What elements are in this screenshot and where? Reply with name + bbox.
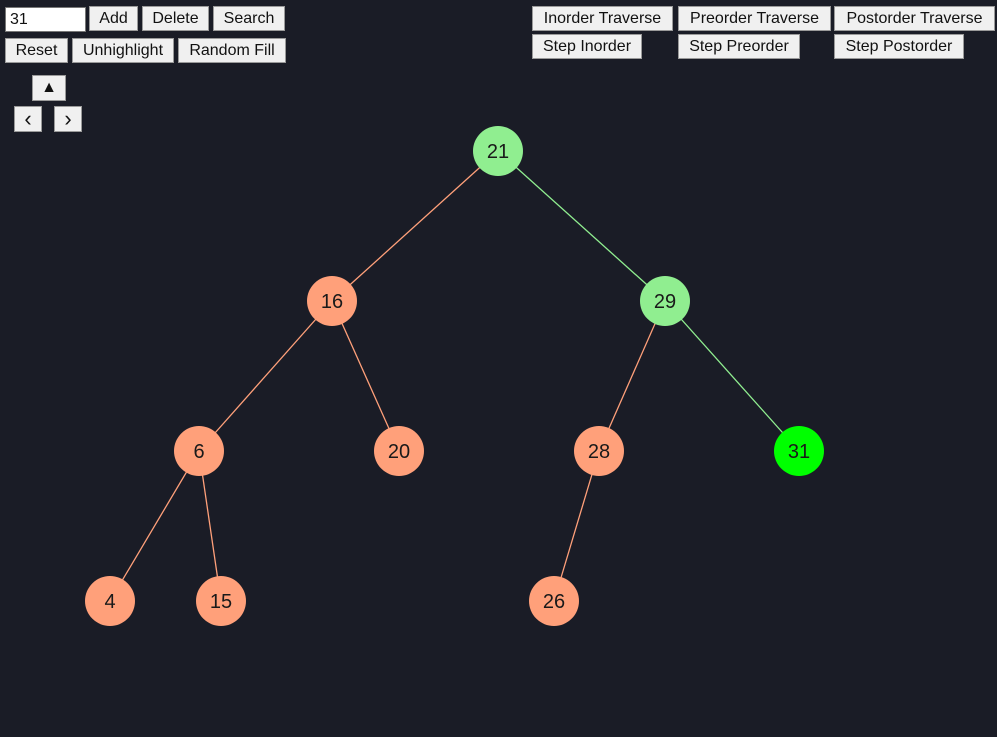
search-button[interactable]: Search — [213, 6, 285, 31]
tree-edge-29-28 — [598, 300, 666, 452]
tree-edge-16-6 — [198, 300, 333, 452]
chevron-left-icon: ‹ — [24, 106, 32, 131]
delete-button[interactable]: Delete — [142, 6, 209, 31]
tree-node-label: 4 — [104, 591, 115, 613]
postorder-traverse-button[interactable]: Postorder Traverse — [834, 6, 995, 31]
tree-node-21[interactable]: 21 — [473, 126, 523, 176]
tree-node-label: 16 — [321, 291, 343, 313]
tree-node-label: 20 — [388, 441, 410, 463]
tree-node-4[interactable]: 4 — [85, 576, 135, 626]
pan-up-button[interactable]: ▲ — [32, 75, 66, 101]
tree-node-circle[interactable] — [196, 576, 246, 626]
step-inorder-button[interactable]: Step Inorder — [532, 34, 642, 59]
arrow-up-icon: ▲ — [41, 79, 57, 96]
tree-node-label: 15 — [210, 591, 232, 613]
tree-edge-6-15 — [198, 450, 222, 602]
edges-layer — [109, 150, 800, 602]
reset-button[interactable]: Reset — [5, 38, 68, 63]
pan-right-button[interactable]: › — [54, 106, 82, 132]
chevron-right-icon: › — [64, 106, 72, 131]
inorder-traverse-button[interactable]: Inorder Traverse — [532, 6, 673, 31]
tree-node-circle[interactable] — [774, 426, 824, 476]
tree-node-circle[interactable] — [374, 426, 424, 476]
tree-node-31[interactable]: 31 — [774, 426, 824, 476]
tree-edge-21-16 — [331, 150, 499, 302]
tree-node-label: 26 — [543, 591, 565, 613]
tree-node-circle[interactable] — [307, 276, 357, 326]
tree-node-15[interactable]: 15 — [196, 576, 246, 626]
preorder-traverse-button[interactable]: Preorder Traverse — [678, 6, 831, 31]
tree-edge-29-31 — [664, 300, 800, 452]
add-button[interactable]: Add — [89, 6, 138, 31]
step-preorder-button[interactable]: Step Preorder — [678, 34, 800, 59]
tree-node-circle[interactable] — [174, 426, 224, 476]
tree-node-label: 6 — [193, 441, 204, 463]
tree-node-circle[interactable] — [574, 426, 624, 476]
tree-node-circle[interactable] — [529, 576, 579, 626]
tree-edge-28-26 — [553, 450, 600, 602]
tree-edge-21-29 — [497, 150, 666, 302]
nodes-layer: 21 16 29 6 20 28 31 4 15 26 — [85, 126, 824, 626]
random-fill-button[interactable]: Random Fill — [178, 38, 286, 63]
tree-edge-16-20 — [331, 300, 400, 452]
tree-node-26[interactable]: 26 — [529, 576, 579, 626]
pan-left-button[interactable]: ‹ — [14, 106, 42, 132]
tree-node-28[interactable]: 28 — [574, 426, 624, 476]
tree-node-label: 29 — [654, 291, 676, 313]
value-input[interactable] — [5, 7, 86, 32]
step-postorder-button[interactable]: Step Postorder — [834, 34, 964, 59]
tree-node-circle[interactable] — [85, 576, 135, 626]
unhighlight-button[interactable]: Unhighlight — [72, 38, 174, 63]
tree-node-16[interactable]: 16 — [307, 276, 357, 326]
tree-edge-6-4 — [109, 450, 200, 602]
tree-node-label: 28 — [588, 441, 610, 463]
tree-node-20[interactable]: 20 — [374, 426, 424, 476]
tree-node-29[interactable]: 29 — [640, 276, 690, 326]
tree-node-6[interactable]: 6 — [174, 426, 224, 476]
tree-node-label: 21 — [487, 141, 509, 163]
tree-node-circle[interactable] — [473, 126, 523, 176]
tree-node-label: 31 — [788, 441, 810, 463]
tree-node-circle[interactable] — [640, 276, 690, 326]
